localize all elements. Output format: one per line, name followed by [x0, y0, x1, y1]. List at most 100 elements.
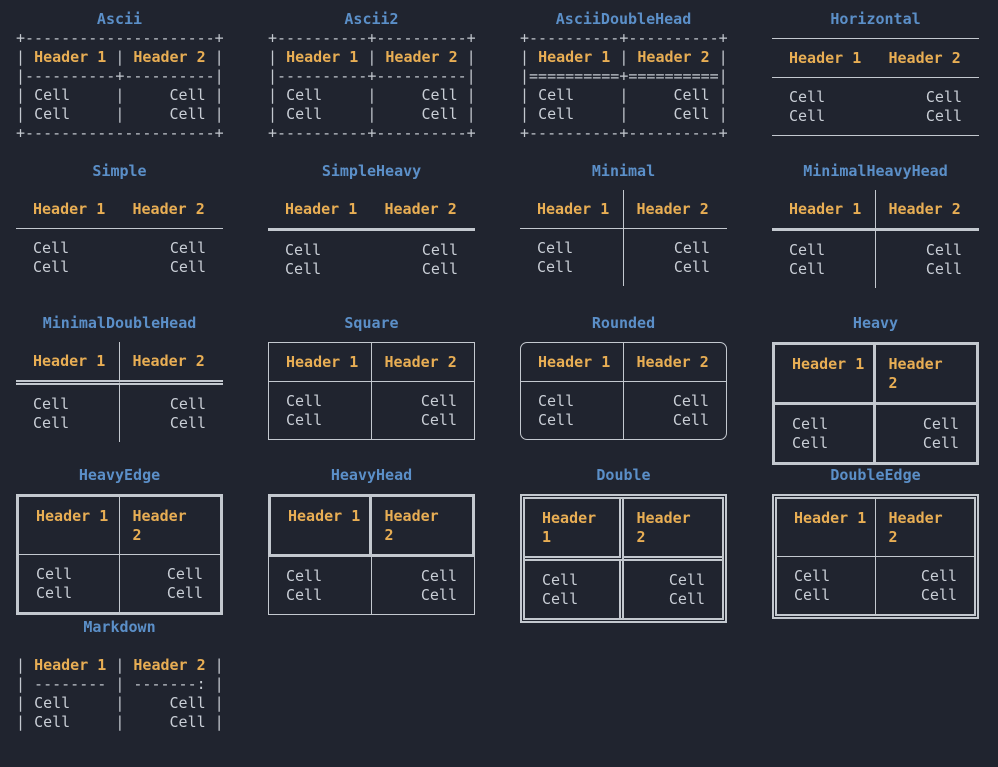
cell: Cell: [421, 241, 458, 259]
border-chars: |: [574, 105, 674, 123]
cell: Cell: [775, 405, 876, 434]
header-cell: Header 1: [268, 494, 372, 557]
table-line: +----------+----------+: [520, 124, 728, 143]
cell: Cell: [668, 590, 705, 608]
border-chars: |----------+----------|: [16, 67, 224, 85]
table-title: Square: [344, 314, 399, 332]
cell: Cell: [673, 258, 710, 276]
header-cell: Header 2: [875, 345, 976, 405]
cell: Cell: [166, 584, 203, 602]
cell: Cell: [673, 239, 710, 257]
cell: Cell: [672, 411, 709, 429]
cell-text: Cell: [538, 105, 575, 123]
cell-text: Cell: [286, 86, 323, 104]
header-cell: Header 1: [16, 190, 120, 229]
cell: Cell: [268, 586, 372, 615]
border-chars: |: [70, 713, 170, 731]
table-line: +----------+----------+: [268, 29, 476, 48]
border-chars: |: [70, 694, 170, 712]
table-line: | -------- | -------: |: [16, 675, 224, 694]
table-line: +---------------------+: [16, 29, 224, 48]
cell: Cell: [922, 434, 959, 452]
ascii-table: +----------+----------+| Header 1 | Head…: [520, 29, 728, 143]
border-chars: |: [709, 86, 728, 104]
table-line: | Cell | Cell |: [16, 713, 224, 732]
cell: Cell: [33, 239, 70, 257]
cell: Cell: [672, 392, 709, 410]
header-cell: Header 2: [371, 494, 475, 557]
border-chars: |: [520, 86, 539, 104]
table-line: +----------+----------+: [520, 29, 728, 48]
table-title: Ascii2: [344, 10, 399, 28]
header-cell: Header 2: [371, 190, 475, 231]
header-cell-text: Header 1: [286, 48, 359, 66]
border-chars: |: [205, 48, 224, 66]
table-title: Double: [596, 466, 651, 484]
border-chars: |: [709, 48, 728, 66]
header-cell: Header 1: [775, 345, 876, 405]
header-cell: Header 2: [623, 499, 722, 561]
header-cell-text: Header 1: [538, 48, 611, 66]
table-line: | Cell | Cell |: [268, 86, 476, 105]
table-card-markdown: Markdown| Header 1 | Header 2 || -------…: [16, 615, 224, 767]
cell: Cell: [925, 107, 962, 125]
border-chars: |: [16, 105, 35, 123]
border-chars: +----------+----------+: [268, 124, 476, 142]
header-cell: Header 1: [268, 190, 372, 231]
cell: Cell: [372, 557, 475, 586]
cell: Cell: [420, 392, 457, 410]
cell: Cell: [525, 590, 624, 618]
table-title: Horizontal: [830, 10, 921, 28]
border-chars: |: [520, 105, 539, 123]
cell: Cell: [525, 561, 624, 590]
border-chars: +----------+----------+: [268, 29, 476, 47]
table-card-ascii: Ascii+---------------------+| Header 1 |…: [16, 7, 224, 159]
cell: Cell: [777, 557, 876, 586]
header-cell: Header 1: [521, 343, 624, 382]
border-chars: |: [322, 86, 422, 104]
cell: Cell: [421, 260, 458, 278]
table-line: | Cell | Cell |: [16, 694, 224, 713]
border-chars: | -------- | -------: |: [16, 675, 224, 693]
table-line: | Cell | Cell |: [520, 86, 728, 105]
border-chars: |: [16, 656, 35, 674]
header-cell: Header 1: [19, 497, 120, 555]
table-line: +----------+----------+: [268, 124, 476, 143]
cell-text: Cell: [169, 105, 206, 123]
cell: Cell: [520, 258, 624, 286]
header-cell: Header 2: [623, 343, 726, 382]
table-line: | Cell | Cell |: [16, 86, 224, 105]
border-chars: +---------------------+: [16, 29, 224, 47]
header-cell: Header 1: [525, 499, 624, 561]
table-title: SimpleHeavy: [321, 162, 422, 180]
table-title: Minimal: [591, 162, 656, 180]
cell-text: Cell: [673, 105, 710, 123]
border-chars: |: [16, 713, 35, 731]
header-cell: Header 1: [772, 190, 876, 231]
cell-text: Cell: [169, 86, 206, 104]
header-cell-text: Header 2: [133, 656, 206, 674]
cell: Cell: [789, 88, 826, 106]
border-chars: |----------+----------|: [268, 67, 476, 85]
cell-text: Cell: [421, 86, 458, 104]
header-cell: Header 2: [875, 190, 979, 231]
cell: Cell: [169, 414, 206, 432]
cell: Cell: [16, 414, 120, 442]
cell: Cell: [772, 260, 876, 288]
table-line: |==========+==========|: [520, 67, 728, 86]
cell: Cell: [269, 382, 372, 411]
cell: Cell: [777, 586, 876, 614]
